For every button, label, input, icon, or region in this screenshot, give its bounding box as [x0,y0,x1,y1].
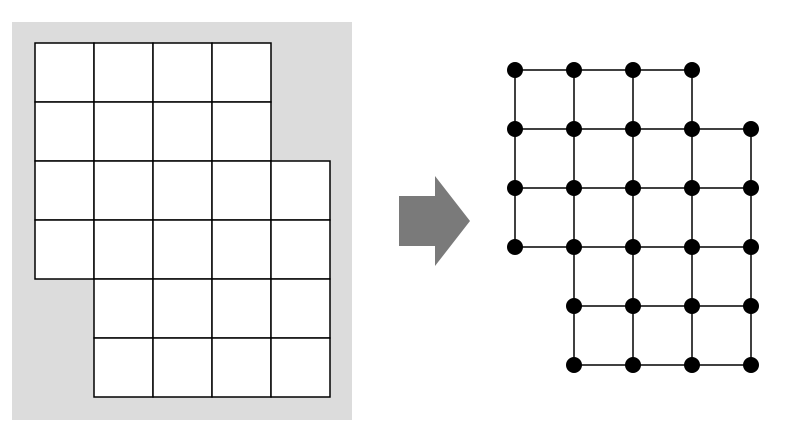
graph-node [566,298,582,314]
graph-node [684,239,700,255]
grid-cell [93,219,154,280]
graph-node [507,239,523,255]
grid-cell [211,337,272,398]
grid-cell [93,42,154,103]
grid-cell [152,101,213,162]
grid-cell [270,278,331,339]
graph-nodes [507,62,759,373]
graph-node [566,62,582,78]
grid-cell [34,160,95,221]
grid-cell [211,219,272,280]
graph-node [625,239,641,255]
tile-grid [34,42,331,398]
graph-node [625,298,641,314]
graph-node [507,180,523,196]
grid-cell [152,160,213,221]
graph-node [743,121,759,137]
graph-edges [514,69,752,366]
graph-node [684,180,700,196]
grid-cell [34,101,95,162]
grid-cell [34,42,95,103]
grid-cell [152,278,213,339]
graph-node [507,121,523,137]
grid-cell [93,160,154,221]
graph-node [566,357,582,373]
graph-node [625,180,641,196]
grid-cell [93,101,154,162]
graph-node [684,357,700,373]
graph-node [743,298,759,314]
grid-cell [34,219,95,280]
graph-node [625,121,641,137]
graph-node [625,357,641,373]
graph-node [507,62,523,78]
grid-cell [211,278,272,339]
grid-cell [152,42,213,103]
grid-cell [270,337,331,398]
grid-cell [211,42,272,103]
graph-node [625,62,641,78]
graph-node [566,121,582,137]
graph-node [684,121,700,137]
graph-node [743,180,759,196]
grid-cell [211,160,272,221]
grid-cell [93,337,154,398]
grid-cell [152,219,213,280]
graph-node [566,239,582,255]
graph-node [684,298,700,314]
right-arrow-icon [399,176,470,266]
graph-node [743,357,759,373]
grid-cell [270,219,331,280]
grid-cell [270,160,331,221]
graph-node [566,180,582,196]
graph-node [743,239,759,255]
graph-node [684,62,700,78]
grid-cell [93,278,154,339]
grid-cell [152,337,213,398]
grid-cell [211,101,272,162]
